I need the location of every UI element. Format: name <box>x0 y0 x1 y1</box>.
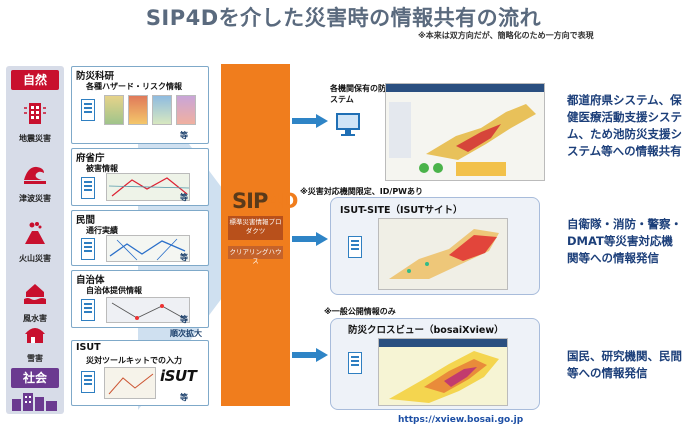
hazard-tsunami: 津波災害 <box>9 160 61 204</box>
sequential-expansion-label: 順次拡大 <box>170 329 202 338</box>
document-icon <box>81 371 95 393</box>
source-title: 府省庁 <box>76 153 105 164</box>
flood-icon <box>24 284 46 304</box>
page-title: SIP4Dを介した災害時の情報共有の流れ <box>145 6 542 30</box>
etc-label: 等 <box>180 315 188 324</box>
building-shake-icon <box>24 103 46 124</box>
monitor-icon <box>336 113 360 136</box>
hazard-snow: 雪害 <box>9 320 61 364</box>
toolkit-map-thumb <box>104 367 156 399</box>
source-isut: ISUT 災対ツールキットでの入力 iSUT 等 <box>71 340 209 406</box>
hazard-flood: 風水害 <box>9 280 61 324</box>
source-ministries: 府省庁 被害情報 等 <box>71 148 209 206</box>
source-subtitle: 各種ハザード・リスク情報 <box>86 82 182 91</box>
traffic-map-thumb <box>106 235 190 262</box>
snow-icon <box>25 328 45 343</box>
etc-label: 等 <box>180 193 188 202</box>
source-title: 防災科研 <box>76 71 115 82</box>
hazard-earthquake: 地震災害 <box>9 100 61 144</box>
society-label: 社会 <box>11 368 59 388</box>
city-buildings-icon <box>12 393 57 411</box>
nature-label: 自然 <box>11 70 59 90</box>
source-subtitle: 自治体提供情報 <box>86 286 142 295</box>
systems-label: 各機関保有の防災情報システム <box>330 84 418 104</box>
document-icon <box>81 99 95 121</box>
public-note: ※一般公開情報のみ <box>324 307 396 316</box>
sip4d-logo: SIP4D <box>232 189 298 213</box>
etc-label: 等 <box>180 131 188 140</box>
damage-map-thumb <box>106 173 190 201</box>
wave-icon <box>24 166 46 184</box>
product-label: 標準災害情報プロダクツ <box>228 216 283 240</box>
isut-note: ※災害対応機関限定、ID/PWあり <box>300 187 424 196</box>
source-subtitle: 被害情報 <box>86 164 118 173</box>
isut-site-title: ISUT-SITE（ISUTサイト） <box>340 205 463 216</box>
isut-logo: iSUT <box>160 367 197 385</box>
source-subtitle: 通行実績 <box>86 226 118 235</box>
logo-main: SIP <box>232 189 268 213</box>
source-municipality: 自治体 自治体提供情報 等 <box>71 270 209 328</box>
isut-description: 自衛隊・消防・警察・DMAT等災害対応機関等への情報発信 <box>567 217 682 266</box>
volcano-icon <box>25 222 45 244</box>
logo-accent: 4D <box>267 189 298 213</box>
arrow-right-icon <box>292 232 328 246</box>
source-private: 民間 通行実績 等 <box>71 210 209 266</box>
systems-description: 都道府県システム、保健医療活動支援システム、ため池防災支援システム等への情報共有 <box>567 93 682 159</box>
hazard-label: 雪害 <box>27 354 43 363</box>
public-description: 国民、研究機関、民間等への情報発信 <box>567 349 682 381</box>
document-icon <box>348 236 362 258</box>
arrow-right-icon <box>292 348 328 362</box>
clearing-label: クリアリングハウス <box>228 246 283 265</box>
source-title: 自治体 <box>76 275 105 286</box>
xview-screenshot <box>378 338 508 406</box>
document-icon <box>81 238 95 260</box>
source-title: ISUT <box>76 342 101 353</box>
hazard-label: 風水害 <box>23 314 47 323</box>
hazard-label: 火山災害 <box>19 254 51 263</box>
isut-site-screenshot <box>378 218 508 290</box>
municipal-map-thumb <box>106 297 190 323</box>
hazard-map-thumb <box>128 95 148 125</box>
document-icon <box>81 177 95 199</box>
xview-title: 防災クロスビュー（bosaiXview） <box>348 325 504 336</box>
etc-label: 等 <box>180 253 188 262</box>
hazard-map-thumb <box>104 95 124 125</box>
hazard-map-thumb <box>176 95 196 125</box>
xview-url-link[interactable]: https://xview.bosai.go.jp <box>398 415 524 425</box>
document-icon <box>348 352 362 374</box>
etc-label: 等 <box>180 393 188 402</box>
source-title: 民間 <box>76 215 96 226</box>
arrow-right-icon <box>292 114 328 128</box>
direction-note: ※本来は双方向だが、簡略化のため一方向で表現 <box>418 31 594 40</box>
hazard-label: 地震災害 <box>19 134 51 143</box>
system-screenshot <box>385 83 545 181</box>
document-icon <box>81 299 95 321</box>
source-nied: 防災科研 各種ハザード・リスク情報 等 <box>71 66 209 144</box>
hazard-map-thumb <box>152 95 172 125</box>
hazard-volcano: 火山災害 <box>9 220 61 264</box>
source-subtitle: 災対ツールキットでの入力 <box>86 356 182 365</box>
hazard-label: 津波災害 <box>19 194 51 203</box>
